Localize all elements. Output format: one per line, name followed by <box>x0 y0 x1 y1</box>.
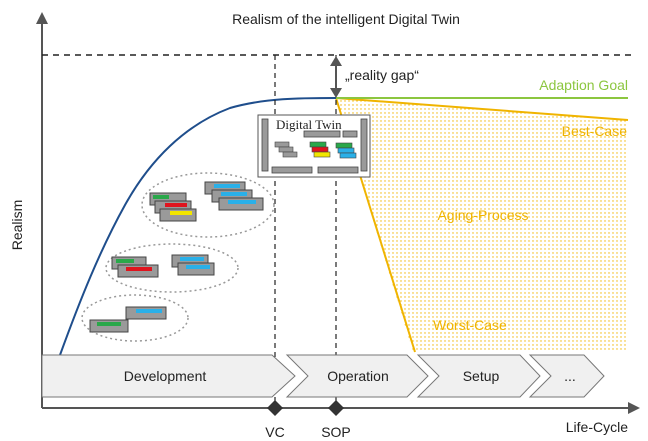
aging-region <box>336 98 628 352</box>
module-cluster-3 <box>141 172 275 238</box>
phase-chevron-more <box>528 354 605 398</box>
phase-label-setup: Setup <box>463 368 500 384</box>
best-case-label: Best-Case <box>562 123 628 139</box>
phase-chevron-setup <box>416 354 541 398</box>
realism-curve <box>59 97 337 356</box>
phase-label-more: ... <box>564 368 576 384</box>
reality-gap-arrowhead-bottom <box>330 88 342 98</box>
worst-case-label: Worst-Case <box>433 317 507 333</box>
x-axis-label: Life-Cycle <box>566 419 628 435</box>
y-axis-label: Realism <box>9 200 25 251</box>
best-case-line <box>335 97 629 121</box>
x-axis-arrowhead <box>628 402 640 414</box>
reality-gap-label: „reality gap“ <box>345 67 419 83</box>
aging-process-label: Aging-Process <box>437 207 528 223</box>
vc-milestone-label: VC <box>265 424 284 440</box>
sop-milestone-diamond <box>328 400 344 416</box>
digital-twin-label: Digital Twin <box>276 117 342 132</box>
reality-gap-arrowhead-top <box>330 56 342 66</box>
adaption-goal-label: Adaption Goal <box>539 77 628 93</box>
sop-milestone-label: SOP <box>321 424 351 440</box>
phase-chevron-operation <box>285 354 429 398</box>
diagram-title: Realism of the intelligent Digital Twin <box>232 11 460 27</box>
phase-chevron-development <box>41 354 296 398</box>
phase-label-operation: Operation <box>327 368 388 384</box>
module-cluster-2 <box>105 243 239 293</box>
vc-milestone-diamond <box>267 400 283 416</box>
phase-label-development: Development <box>124 368 207 384</box>
module-cluster-1 <box>81 294 189 342</box>
y-axis-arrowhead <box>36 12 48 24</box>
digital-twin-box <box>257 114 371 178</box>
